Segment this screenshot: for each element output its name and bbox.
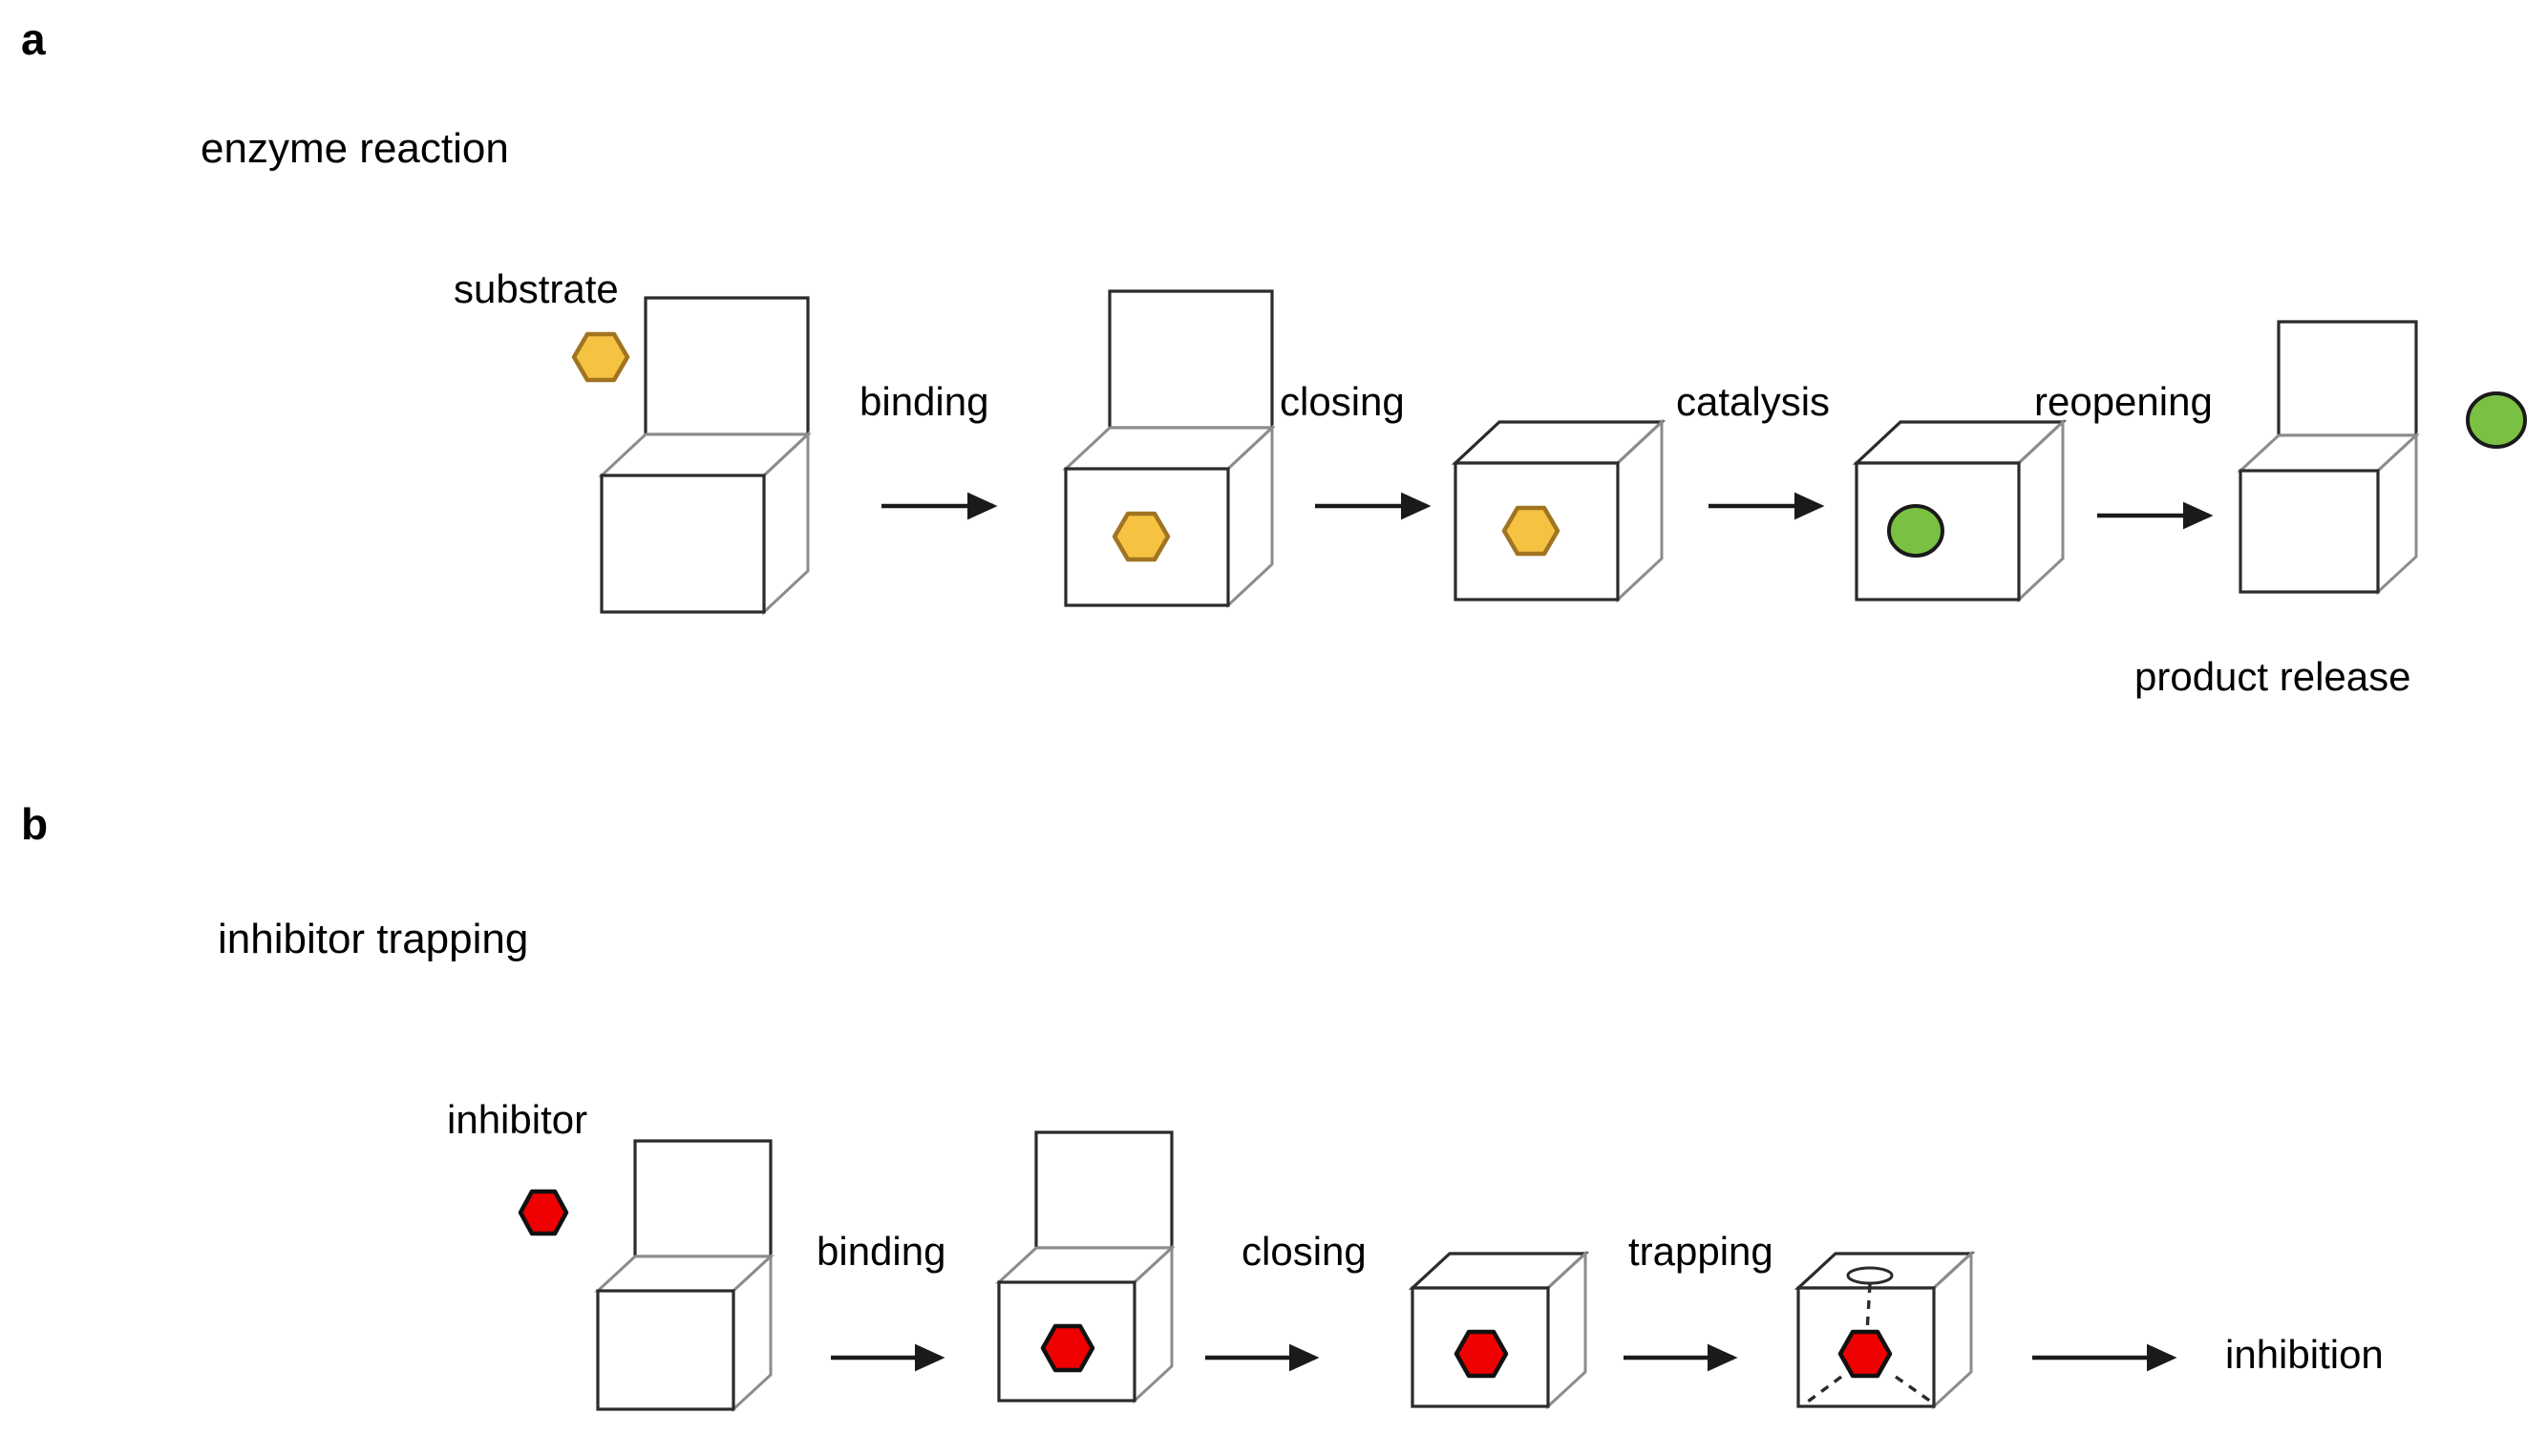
inhibitor-hexagon-free <box>518 1189 569 1236</box>
box-lid-open <box>2277 320 2418 437</box>
panel-b-inhibition-caption: inhibition <box>2225 1332 2384 1377</box>
box-front-face <box>600 474 766 614</box>
inhibitor-hexagon-trapped <box>1837 1329 1893 1379</box>
panel-b-state-closed-enzyme-inhibitor <box>1408 1250 1590 1410</box>
box-top-face <box>1794 1252 1976 1290</box>
panel-b-step-label-binding: binding <box>817 1229 946 1274</box>
box-front-face <box>1855 461 2021 601</box>
panel-a-step-label-catalysis: catalysis <box>1676 379 1831 424</box>
box-side-face <box>1616 418 1664 603</box>
panel-b-state-trapped-enzyme-inhibitor <box>1794 1250 1976 1410</box>
box-side-face <box>1932 1250 1973 1410</box>
inhibitor-hexagon-bound <box>1040 1323 1095 1373</box>
box-top-face <box>1451 420 1666 465</box>
box-open-rim <box>598 433 812 477</box>
panel-b-step-label-closing: closing <box>1242 1229 1367 1274</box>
substrate-hexagon-enclosed <box>1501 505 1560 557</box>
box-side-face <box>2017 418 2065 603</box>
panel-a-state-closed-enzyme-substrate <box>1451 418 1666 603</box>
panel-a-product-release-caption: product release <box>2134 654 2411 699</box>
box-lid-open <box>1034 1130 1174 1250</box>
trapping-dashed-line-right <box>1895 1375 1932 1403</box>
panel-a-state-reopened-enzyme-empty <box>2237 320 2420 596</box>
box-lid-open <box>1108 289 1274 430</box>
panel-label-b: b <box>21 799 49 849</box>
box-front-face <box>2239 469 2380 594</box>
substrate-hexagon-free <box>571 331 630 383</box>
box-lid-open <box>633 1139 773 1258</box>
panel-b-state-open-enzyme-inhibitor-bound <box>995 1130 1176 1404</box>
trapping-dashed-line-left <box>1806 1375 1843 1403</box>
box-front-face <box>1796 1286 1936 1408</box>
box-front-face <box>1411 1286 1550 1408</box>
pore-ellipse-icon <box>1846 1266 1894 1285</box>
box-side-face <box>2376 432 2418 596</box>
panel-a-step-label-reopening: reopening <box>2034 379 2213 424</box>
box-open-rim <box>594 1255 775 1293</box>
box-side-face <box>762 431 810 616</box>
substrate-hexagon-bound <box>1112 511 1171 562</box>
panel-a-state-open-enzyme-empty <box>598 296 812 616</box>
box-open-rim <box>1062 426 1276 471</box>
product-circle-enclosed <box>1887 504 1944 558</box>
box-front-face <box>997 1280 1136 1403</box>
panel-b-step-label-trapping: trapping <box>1628 1229 1773 1274</box>
inhibitor-hexagon-enclosed <box>1454 1329 1509 1379</box>
panel-a-state-open-enzyme-substrate-bound <box>1062 289 1276 609</box>
panel-a-step-label-binding: binding <box>860 379 989 424</box>
box-open-rim <box>995 1246 1176 1284</box>
box-top-face <box>1852 420 2068 465</box>
trapping-dashed-line-top <box>1865 1283 1872 1333</box>
panel-b-title: inhibitor trapping <box>218 916 529 962</box>
box-side-face <box>1226 424 1274 609</box>
box-open-rim <box>2237 433 2420 473</box>
box-front-face <box>596 1289 735 1411</box>
box-lid-open <box>644 296 810 436</box>
panel-a-substrate-caption: substrate <box>454 266 619 311</box>
box-side-face <box>1133 1244 1174 1404</box>
box-front-face <box>1064 467 1230 607</box>
box-front-face <box>1454 461 1620 601</box>
box-side-face <box>1546 1250 1587 1410</box>
panel-b-inhibitor-caption: inhibitor <box>447 1097 588 1142</box>
panel-a-title: enzyme reaction <box>201 125 509 172</box>
box-top-face <box>1408 1252 1590 1290</box>
panel-a-state-closed-enzyme-product <box>1852 418 2068 603</box>
box-side-face <box>732 1253 773 1413</box>
panel-label-a: a <box>21 14 46 64</box>
panel-b-state-open-enzyme-empty <box>594 1139 775 1413</box>
product-circle-released <box>2466 391 2527 449</box>
panel-a-step-label-closing: closing <box>1280 379 1405 424</box>
